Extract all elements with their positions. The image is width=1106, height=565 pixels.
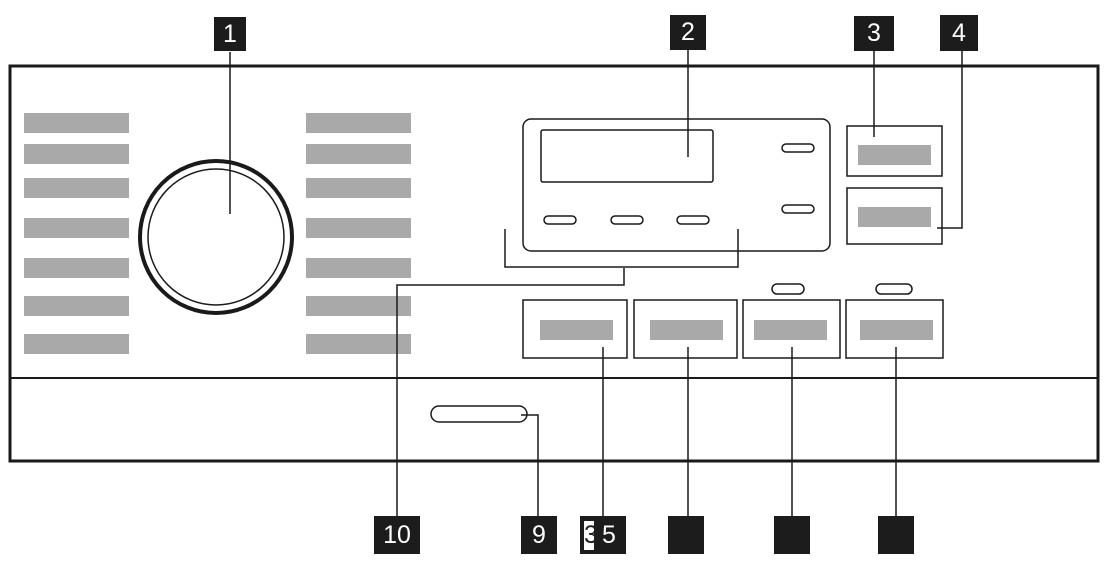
leader-line-9 (521, 414, 539, 516)
program-label-bar (24, 144, 129, 164)
leader-line-4 (937, 50, 963, 229)
button-3[interactable] (846, 125, 943, 177)
button-4[interactable] (846, 187, 943, 245)
partial-mark-3: 3 (584, 520, 594, 550)
callout-label-9: 9 (521, 516, 557, 554)
callout-label-6 (668, 516, 704, 554)
bracket-10 (504, 229, 739, 268)
option-button-3[interactable] (742, 299, 841, 359)
indicator-light (610, 215, 644, 225)
program-label-bar (306, 144, 411, 164)
program-label-bar (306, 218, 411, 238)
program-selector-knob[interactable] (138, 159, 294, 315)
indicator-light (781, 204, 815, 214)
display-module (522, 118, 831, 252)
button-5[interactable] (522, 299, 628, 359)
program-label-bar (306, 113, 411, 133)
program-label-bar (24, 178, 129, 198)
indicator-light (676, 215, 710, 225)
partial-mark-5: 5 (602, 520, 616, 549)
program-label-bar (24, 113, 129, 133)
display-screen (540, 129, 714, 183)
callout-label-1: 1 (214, 17, 246, 51)
callout-label-3: 3 (854, 16, 894, 51)
callout-label-4: 4 (940, 15, 978, 51)
indicator-light (781, 143, 815, 153)
callout-label-7 (774, 516, 810, 554)
indicator-light (543, 215, 577, 225)
program-label-bar (24, 334, 129, 354)
drawer-handle[interactable] (430, 405, 528, 423)
program-label-bar (306, 296, 411, 316)
leader-lines (229, 50, 963, 516)
option-button-2[interactable] (633, 299, 738, 359)
callout-label-5: 3 5 (580, 516, 626, 554)
program-label-bar (24, 218, 129, 238)
program-label-bar (306, 334, 411, 354)
program-label-bar (24, 258, 129, 278)
program-label-bar (306, 258, 411, 278)
left-program-labels (24, 113, 129, 354)
indicator-light (875, 283, 913, 295)
program-label-bar (24, 296, 129, 316)
callout-label-10: 10 (374, 516, 420, 554)
callout-label-2: 2 (670, 15, 706, 50)
indicator-light (771, 283, 805, 295)
leader-line-10 (396, 268, 625, 516)
panel-outline (8, 64, 1100, 463)
right-program-labels (306, 113, 411, 354)
callout-label-8 (878, 516, 914, 554)
program-label-bar (306, 178, 411, 198)
option-button-4[interactable] (845, 299, 944, 359)
